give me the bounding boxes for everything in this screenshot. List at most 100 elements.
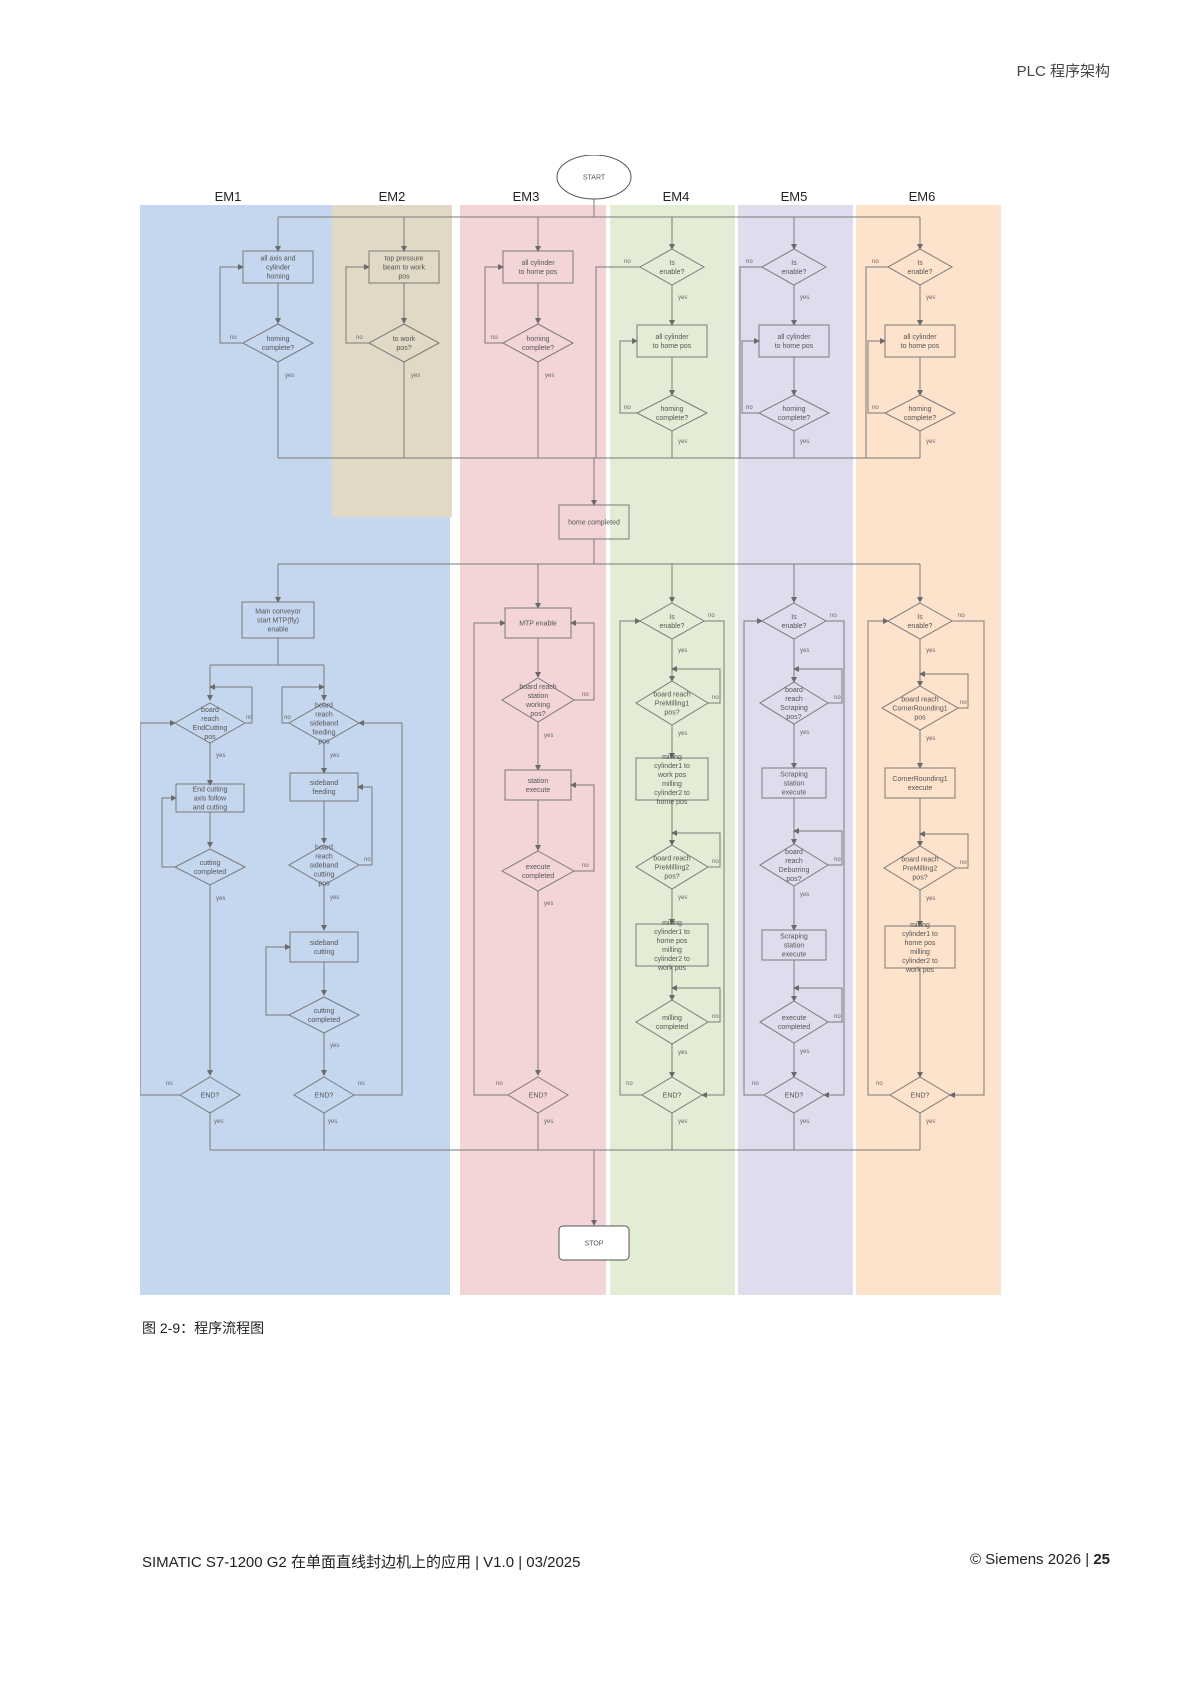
flow-label-yes: yes	[926, 896, 935, 902]
flow-label-yes: yes	[411, 373, 420, 379]
copyright-text: © Siemens 2026 |	[969, 1551, 1094, 1568]
em3-mtp-box: MTP enable	[504, 607, 572, 639]
footer-doc-title: SIMATIC S7-1200 G2 在单面直线封边机上的应用 | V1.0 |…	[142, 1554, 581, 1571]
flow-label-yes: yes	[545, 373, 554, 379]
flow-label-yes: yes	[216, 896, 225, 902]
flow-label-yes: yes	[330, 895, 339, 901]
flow-label-yes: yes	[800, 730, 809, 736]
flow-label-no: no	[582, 863, 589, 869]
em1-endcut-end: END?	[179, 1076, 241, 1114]
svg-text:home completed: home completed	[568, 519, 620, 526]
flow-label-yes: yes	[800, 892, 809, 898]
flow-label-no: no	[834, 695, 841, 701]
flow-label-no: no	[746, 405, 753, 411]
flow-label-no: no	[364, 857, 371, 863]
page-header: PLC 程序架构	[1016, 63, 1110, 80]
flow-label-yes: yes	[328, 1119, 337, 1125]
flow-label-yes: yes	[800, 1119, 809, 1125]
svg-text:END?: END?	[911, 1092, 930, 1099]
flow-label-yes: yes	[285, 373, 294, 379]
flow-label-no: no	[960, 860, 967, 866]
flow-label-yes: yes	[926, 439, 935, 445]
lane-title-em6: EM6	[909, 189, 936, 204]
em1-sideband-end: END?	[293, 1076, 355, 1114]
flow-label-no: no	[834, 857, 841, 863]
svg-text:END?: END?	[529, 1092, 548, 1099]
flow-label-no: no	[624, 259, 631, 265]
flow-label-no: no	[712, 859, 719, 865]
flow-label-no: no	[246, 715, 253, 721]
flow-label-no: no	[166, 1081, 173, 1087]
page-number: 25	[1093, 1551, 1110, 1568]
flow-label-no: no	[960, 700, 967, 706]
flow-label-yes: yes	[926, 1119, 935, 1125]
flow-label-no: no	[708, 613, 715, 619]
em6-end: END?	[889, 1076, 951, 1114]
flow-label-yes: yes	[678, 439, 687, 445]
lane-em5	[738, 205, 853, 1295]
flow-label-yes: yes	[800, 439, 809, 445]
home-completed-box: home completed	[558, 504, 630, 540]
em5-end: END?	[763, 1076, 825, 1114]
stop-node: STOP	[558, 1225, 630, 1261]
flow-label-no: no	[496, 1081, 503, 1087]
flow-label-yes: yes	[544, 901, 553, 907]
flow-label-yes: yes	[678, 731, 687, 737]
flow-label-yes: yes	[800, 295, 809, 301]
svg-text:START: START	[583, 174, 606, 181]
start-node: START	[556, 155, 632, 200]
svg-text:END?: END?	[785, 1092, 804, 1099]
lane-title-em4: EM4	[663, 189, 690, 204]
flow-label-no: no	[830, 613, 837, 619]
